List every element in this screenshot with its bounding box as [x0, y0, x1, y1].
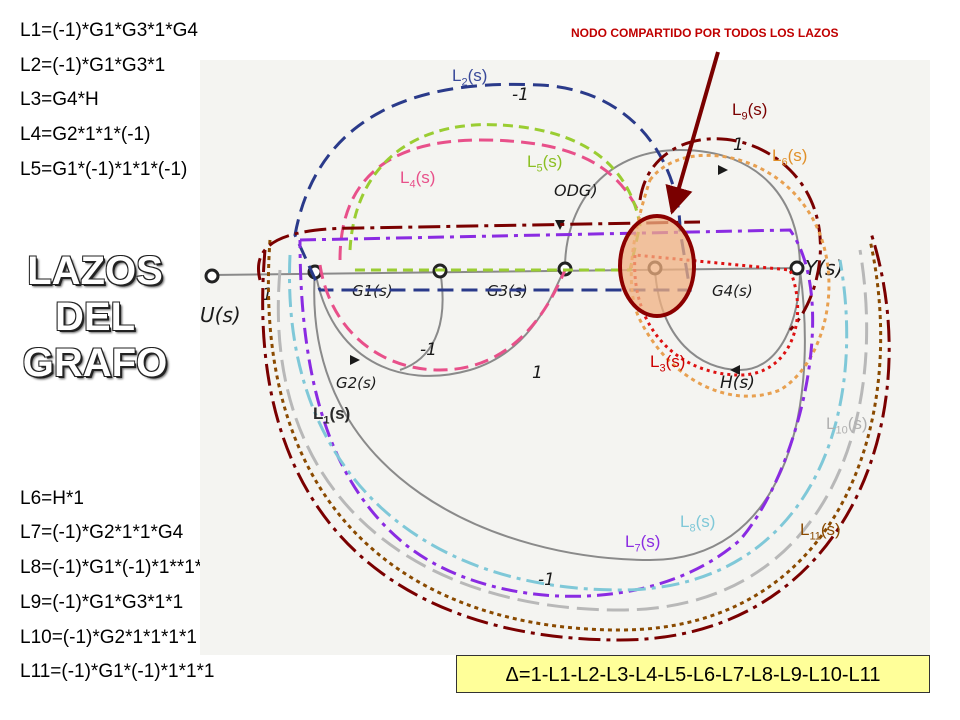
- arrow-1: [555, 220, 565, 230]
- loop-l7: [298, 228, 815, 598]
- graph-labels: U(s) Y(s) G1(s) G3(s) G4(s) G2(s) H(s) O…: [200, 85, 843, 590]
- equation-l6: L6=H*1: [20, 488, 84, 509]
- loop-label-l5: L5(s): [527, 152, 563, 175]
- label-g4: G4(s): [712, 282, 753, 300]
- loop-label-l2: L2(s): [452, 66, 488, 89]
- arrow-2: [730, 365, 740, 375]
- label-odg: ODG): [554, 181, 598, 200]
- loop-label-l1: L1(s): [313, 404, 351, 427]
- equation-l8: L8=(-1)*G1*(-1)*1**1*G4: [20, 557, 228, 578]
- equation-l5: L5=G1*(-1)*1*1*(-1): [20, 159, 188, 180]
- label-g2: G2(s): [336, 374, 377, 392]
- arrow-4: [350, 355, 360, 365]
- label-one-bottom: 1: [532, 363, 543, 383]
- loop-label-l8: L8(s): [680, 512, 716, 535]
- loop-l8: [288, 254, 849, 592]
- top-branch: [564, 148, 801, 269]
- label-minus-one-bottom: -1: [538, 570, 555, 590]
- loop-l10: [276, 249, 869, 612]
- label-h: H(s): [720, 373, 755, 393]
- label-one-right: 1: [733, 135, 744, 155]
- arrow-3: [718, 165, 728, 175]
- label-input: U(s): [200, 303, 241, 327]
- loop-l4: [338, 138, 642, 261]
- loop-l6: [629, 153, 831, 398]
- loop-l9: [638, 137, 822, 332]
- loop-l5: [348, 123, 642, 272]
- equation-l11: L11=(-1)*G1*(-1)*1*1*1: [20, 661, 215, 682]
- label-g3: G3(s): [487, 282, 528, 300]
- loop-l1-top: [257, 220, 701, 281]
- loop-label-l10: L10(s): [826, 414, 868, 437]
- diagram-title: LAZOS DEL GRAFO: [10, 248, 180, 386]
- equation-l1: L1=(-1)*G1*G3*1*G4: [20, 20, 198, 41]
- label-one-left: 1: [262, 285, 273, 305]
- equation-l9: L9=(-1)*G1*G3*1*1: [20, 592, 184, 613]
- title-line-2: DEL: [55, 295, 135, 339]
- equation-l4: L4=G2*1*1*(-1): [20, 124, 151, 145]
- loop-label-l9: L9(s): [732, 100, 768, 123]
- loop-l1: [261, 229, 891, 642]
- loop-label-l4: L4(s): [400, 168, 436, 191]
- loop-label-l7: L7(s): [625, 532, 661, 555]
- node-input: [204, 268, 220, 284]
- branch-arrows: [350, 165, 740, 375]
- equation-l10: L10=(-1)*G2*1*1*1*1: [20, 627, 197, 648]
- label-minus-one-mid: -1: [420, 340, 437, 360]
- label-minus-one-top: -1: [512, 85, 529, 105]
- equation-l3: L3=G4*H: [20, 89, 99, 110]
- loop-label-l3: L3(s): [650, 352, 686, 375]
- shared-node-pointer: [665, 51, 720, 215]
- label-output: Y(s): [805, 256, 843, 280]
- equation-l7: L7=(-1)*G2*1*1*G4: [20, 522, 184, 543]
- node-output: [789, 260, 805, 276]
- title-line-1: LAZOS: [27, 249, 163, 293]
- loop-l4-lower: [318, 264, 567, 372]
- loop-l11: [267, 239, 883, 632]
- shared-node-highlight: [618, 214, 696, 318]
- shared-node-note: NODO COMPARTIDO POR TODOS LOS LAZOS: [571, 26, 839, 40]
- delta-formula: Δ=1-L1-L2-L3-L4-L5-L6-L7-L8-L9-L10-L11: [456, 655, 930, 693]
- equation-l2: L2=(-1)*G1*G3*1: [20, 55, 166, 76]
- loop-label-l6: L6(s): [772, 146, 808, 169]
- title-line-3: GRAFO: [22, 341, 168, 385]
- loop-label-l11: L11(s): [800, 520, 841, 543]
